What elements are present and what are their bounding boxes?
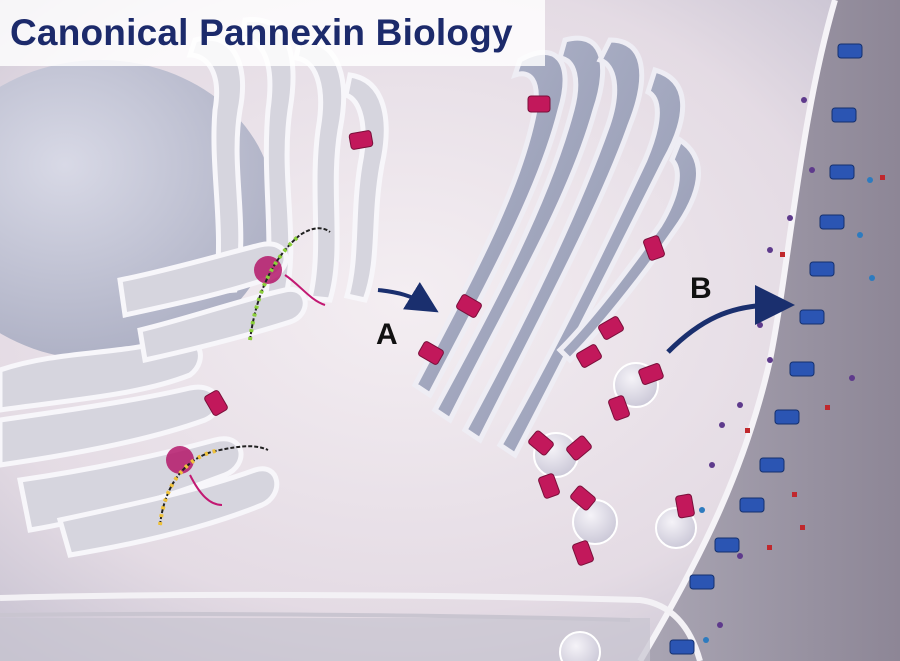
secretory-vesicles	[533, 362, 697, 661]
arrow-a	[377, 281, 439, 313]
step-label-b: B	[690, 272, 712, 305]
title-bar: Canonical Pannexin Biology	[0, 0, 545, 66]
endoplasmic-reticulum	[0, 17, 389, 558]
released-molecules	[699, 97, 885, 643]
pannexin-channels-intracellular	[204, 95, 695, 566]
arrow-b	[666, 285, 795, 354]
page-title: Canonical Pannexin Biology	[10, 12, 513, 53]
ribosome-mrna-complex	[248, 227, 331, 341]
step-label-a: A	[376, 318, 398, 351]
cell-boundary	[0, 591, 703, 661]
pannexin-channels-membrane	[669, 43, 863, 655]
golgi-apparatus	[411, 35, 701, 459]
ribosome-mrna-complex-lower	[158, 445, 269, 526]
